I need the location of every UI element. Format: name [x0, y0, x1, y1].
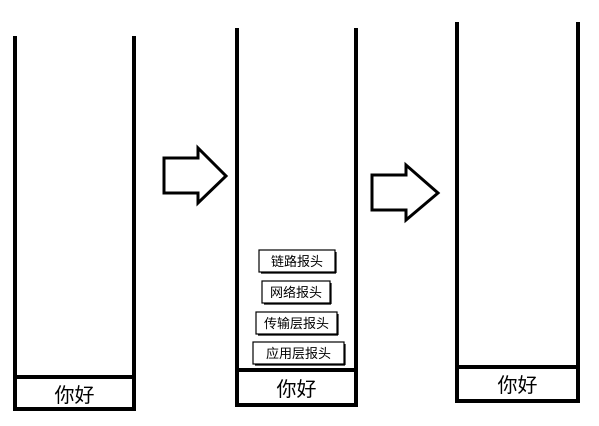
right-arrow-icon [162, 144, 229, 207]
header-link-text: 链路报头 [271, 254, 323, 270]
stage-3-payload-text: 你好 [498, 373, 538, 397]
header-application-text: 应用层报头 [266, 346, 331, 362]
header-network-layer: 网络报头 [261, 280, 332, 305]
header-transport-text: 传输层报头 [264, 316, 329, 332]
stage-1-payload-text: 你好 [55, 383, 95, 407]
header-link-layer: 链路报头 [258, 249, 337, 274]
stage-3-stack: 你好 [455, 22, 580, 403]
header-transport-layer: 传输层报头 [255, 311, 339, 336]
stage-3-payload-box [455, 365, 580, 403]
stage-2-stack: 你好 链路报头 网络报头 传输层报头 应用层报头 [235, 28, 358, 407]
header-application-layer: 应用层报头 [252, 341, 346, 366]
stage-1-payload-box [13, 375, 136, 411]
stage-1-stack: 你好 [13, 36, 136, 411]
stage-2-payload-text: 你好 [277, 377, 317, 401]
header-network-text: 网络报头 [270, 285, 322, 301]
stage-2-payload-box [235, 368, 358, 407]
right-arrow-icon [370, 161, 441, 224]
